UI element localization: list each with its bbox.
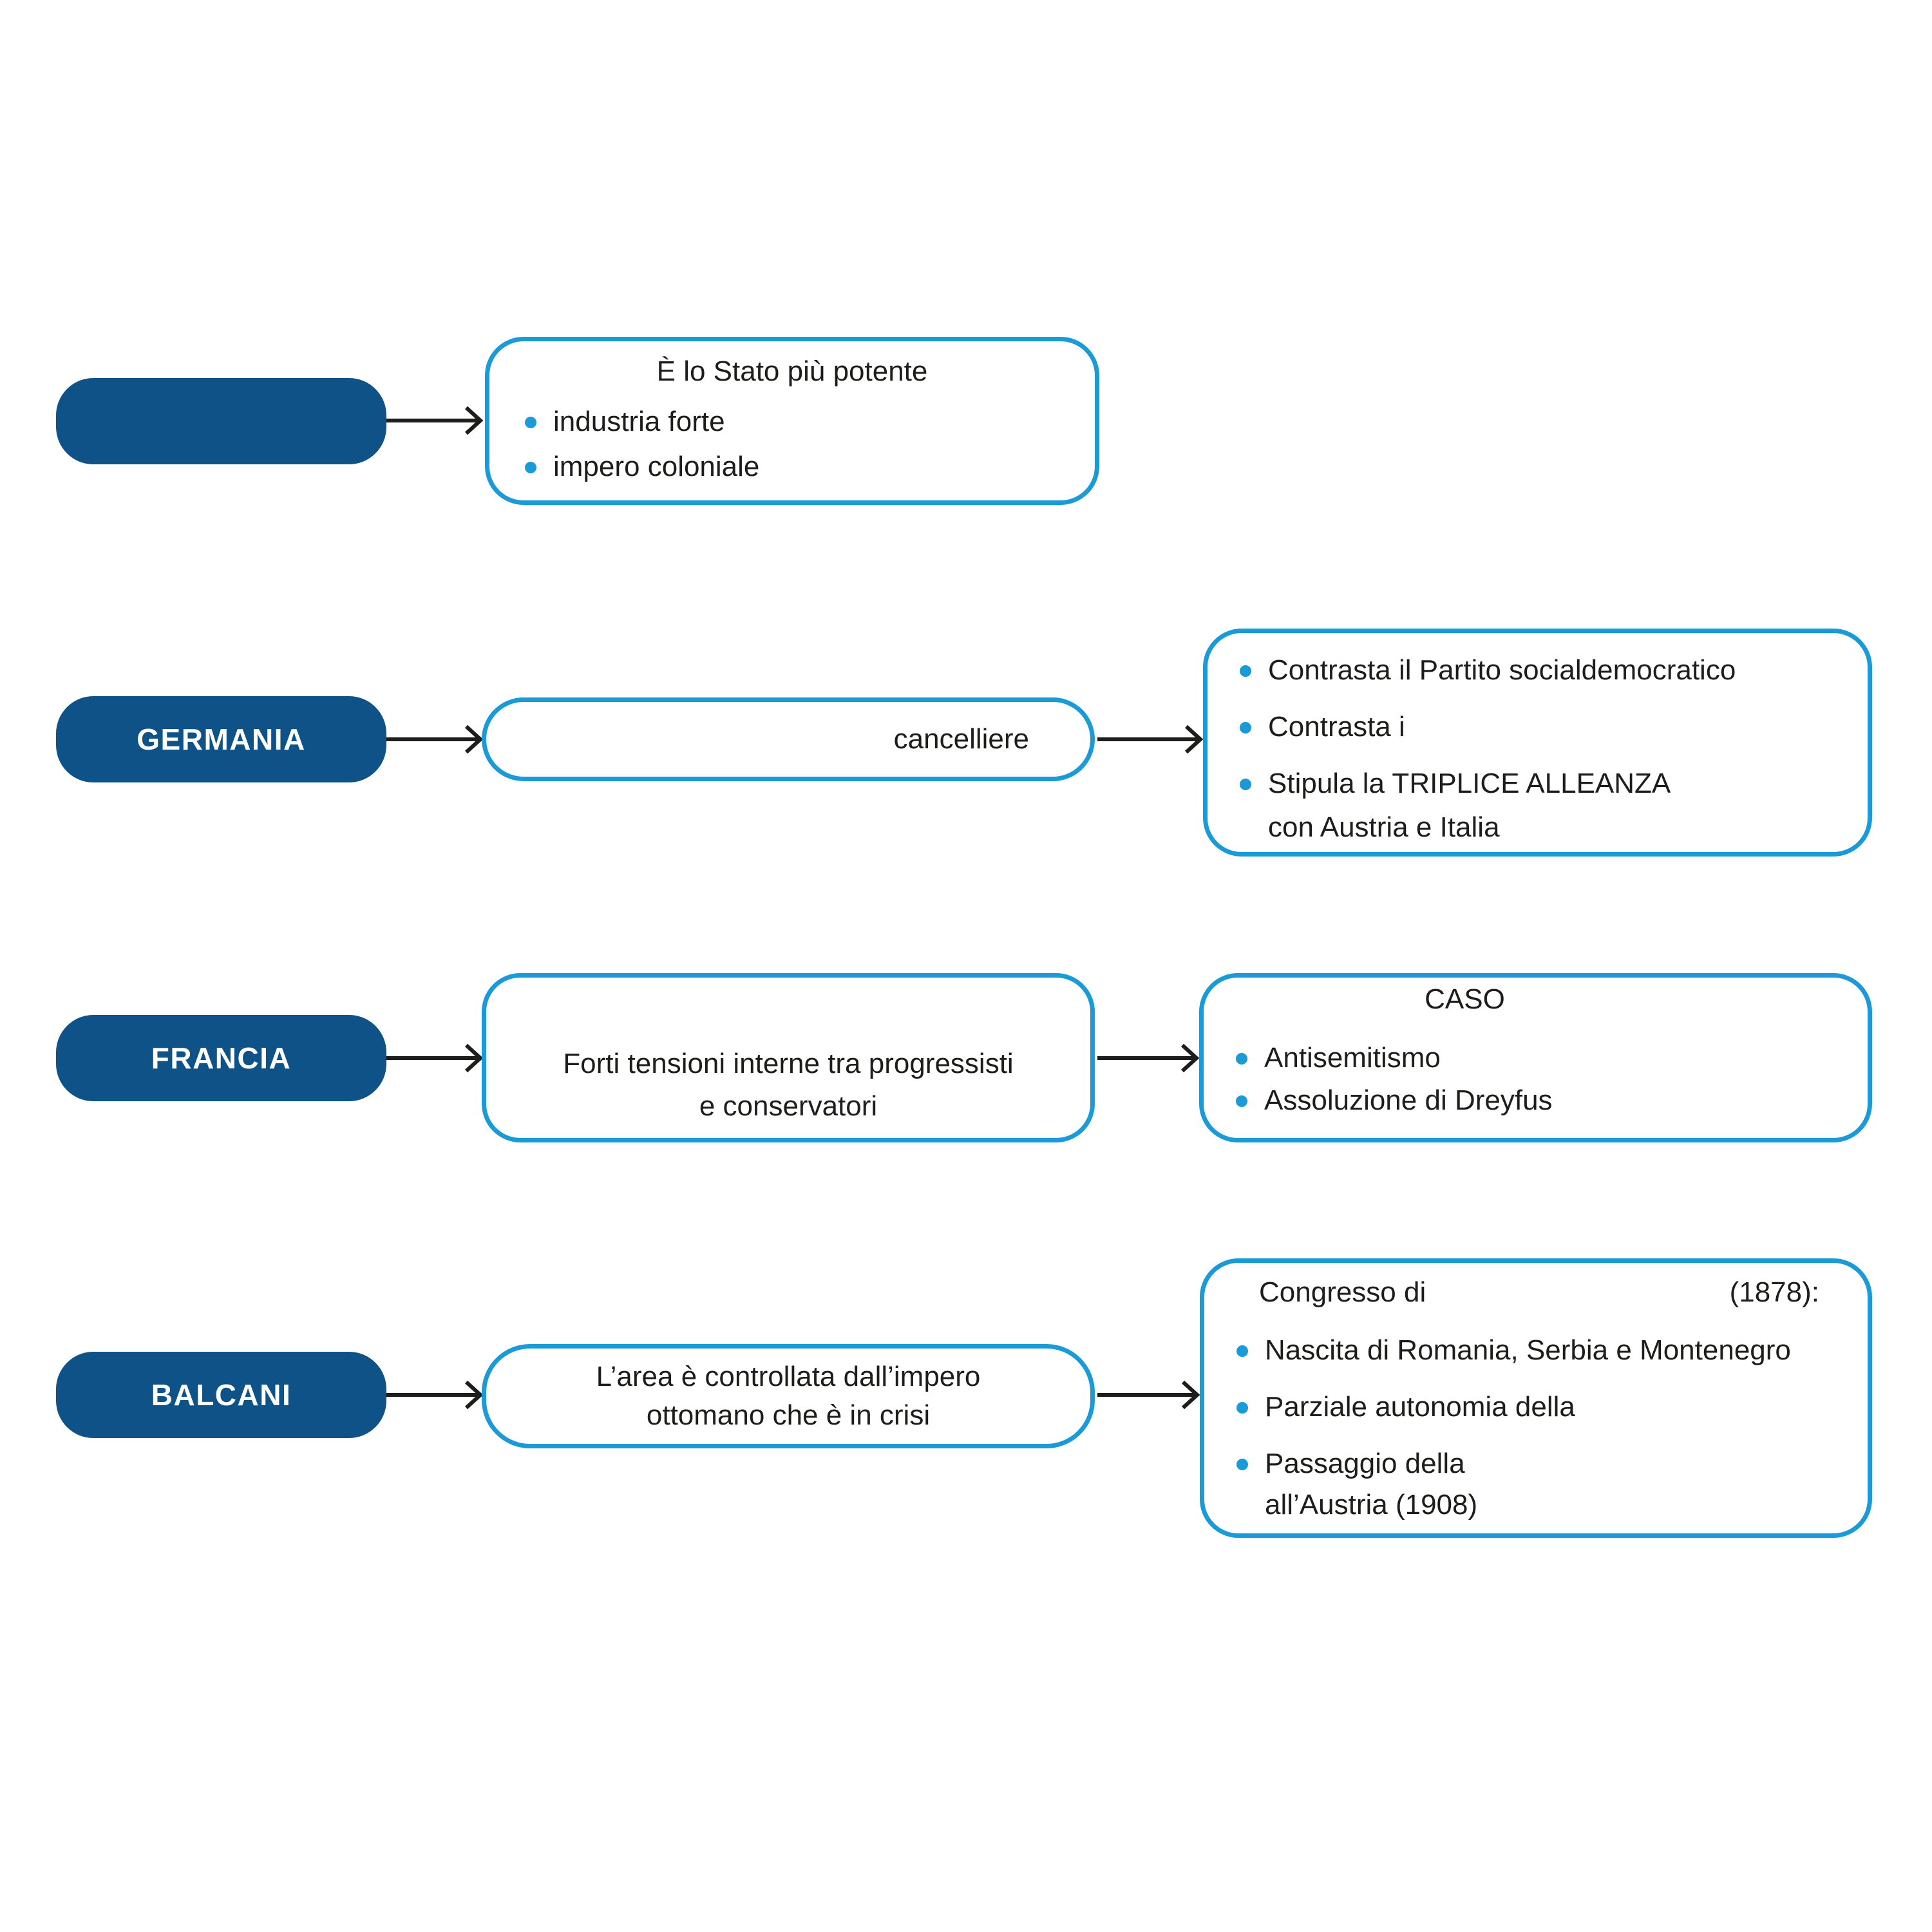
list-item: impero coloniale (525, 444, 1059, 489)
bullet-dot (1236, 1402, 1248, 1414)
bullet-text: industria forte (553, 406, 725, 437)
note-box-francia-middle: Forti tensioni interne tra progressisti … (482, 973, 1095, 1142)
pill-blank-state (56, 378, 386, 464)
bullet-text: Contrasta il Partito socialdemocratico (1268, 654, 1736, 686)
bullet-dot (525, 462, 536, 473)
bullet-dot (1236, 1095, 1247, 1107)
middle-text: cancelliere (893, 723, 1029, 755)
bullet-list: industria forte impero coloniale (525, 399, 1059, 489)
bullet-text: Contrasta i (1268, 711, 1405, 743)
list-item: Antisemitismo (1236, 1037, 1842, 1079)
bullet-text: Passaggio della (1265, 1448, 1465, 1479)
middle-text: Forti tensioni interne tra progressisti (563, 1048, 1014, 1079)
note-title: CASO (1425, 983, 1505, 1015)
bullet-dot (1236, 1053, 1247, 1065)
list-item: Parziale autonomia della (1236, 1387, 1819, 1428)
list-item: Assoluzione di Dreyfus (1236, 1079, 1842, 1122)
bullet-text-line2: all’Austria (1908) (1265, 1489, 1478, 1520)
arrow-icon (1097, 1043, 1200, 1073)
list-item: Passaggio della all’Austria (1908) (1236, 1443, 1819, 1526)
list-item: Nascita di Romania, Serbia e Montenegro (1236, 1330, 1819, 1371)
arrow-icon (386, 1380, 484, 1410)
bullet-text: impero coloniale (553, 451, 760, 482)
bullet-text: Assoluzione di Dreyfus (1264, 1084, 1553, 1116)
pill-label: BALCANI (151, 1378, 292, 1412)
middle-text: L’area è controllata dall’impero (596, 1361, 981, 1392)
list-item: Contrasta il Partito socialdemocratico (1240, 649, 1848, 692)
bullet-dot (525, 417, 536, 428)
pill-francia: FRANCIA (56, 1015, 386, 1101)
bullet-list: Antisemitismo Assoluzione di Dreyfus (1236, 1037, 1842, 1122)
note-box-state-power: È lo Stato più potente industria forte i… (485, 337, 1099, 505)
bullet-list: Contrasta il Partito socialdemocratico C… (1240, 649, 1848, 862)
pill-label: GERMANIA (137, 723, 306, 756)
bullet-dot (1240, 779, 1251, 790)
list-item: Stipula la TRIPLICE ALLEANZA con Austria… (1240, 762, 1848, 849)
bullet-dot (1236, 1345, 1248, 1357)
bullet-text: Antisemitismo (1264, 1042, 1441, 1074)
pill-balcani: BALCANI (56, 1352, 386, 1438)
note-box-cancelliere: cancelliere (482, 697, 1095, 781)
note-box-congresso: Congresso di (1878): Nascita di Romania,… (1200, 1258, 1872, 1538)
note-title-right: (1878): (1729, 1276, 1819, 1308)
pill-germania: GERMANIA (56, 696, 386, 782)
note-title-row: Congresso di (1878): (1236, 1273, 1819, 1312)
bullet-dot (1240, 665, 1251, 677)
bullet-list: Nascita di Romania, Serbia e Montenegro … (1236, 1330, 1819, 1541)
arrow-icon (386, 724, 484, 754)
note-box-caso: CASO Antisemitismo Assoluzione di Dreyfu… (1199, 973, 1872, 1142)
bullet-text-line2: con Austria e Italia (1268, 811, 1500, 843)
list-item: industria forte (525, 399, 1059, 444)
arrow-icon (1097, 724, 1204, 754)
list-item: Contrasta i (1240, 705, 1848, 749)
bullet-dot (1240, 722, 1251, 734)
middle-text-line2: ottomano che è in crisi (646, 1399, 931, 1431)
bullet-text: Stipula la TRIPLICE ALLEANZA (1268, 768, 1671, 799)
arrow-icon (1097, 1380, 1200, 1410)
pill-label: FRANCIA (151, 1041, 292, 1075)
arrow-icon (386, 406, 484, 435)
bullet-text: Nascita di Romania, Serbia e Montenegro (1265, 1334, 1791, 1366)
note-box-balcani-middle: L’area è controllata dall’impero ottoman… (482, 1344, 1095, 1448)
bullet-text: Parziale autonomia della (1265, 1391, 1575, 1423)
bullet-dot (1236, 1459, 1248, 1470)
note-box-germania-detail: Contrasta il Partito socialdemocratico C… (1203, 629, 1872, 857)
arrow-icon (386, 1043, 484, 1073)
middle-text-line2: e conservatori (699, 1090, 878, 1122)
note-title-left: Congresso di (1259, 1276, 1426, 1308)
note-title: È lo Stato più potente (656, 355, 928, 387)
